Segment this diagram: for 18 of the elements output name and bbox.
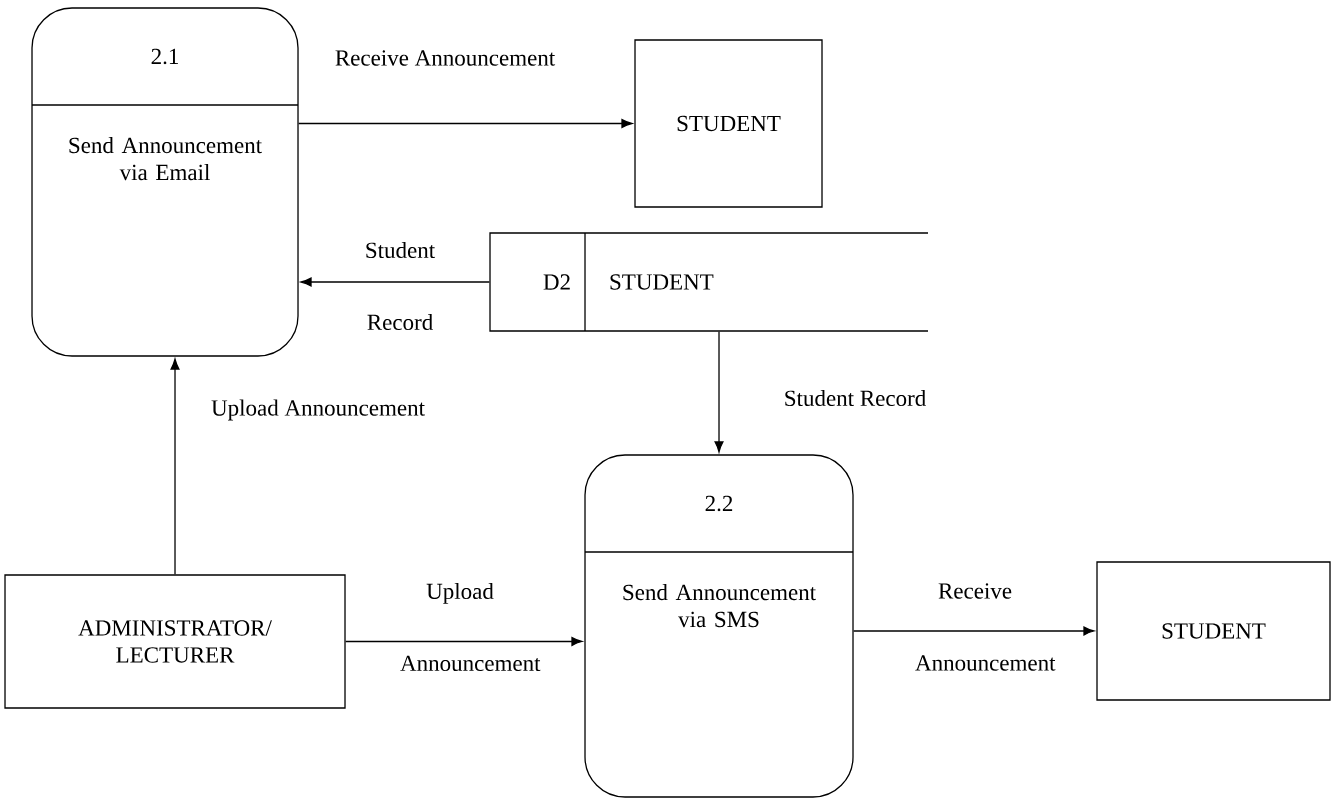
edge-label: Student Record xyxy=(366,241,435,331)
arrow xyxy=(345,637,583,646)
arrow xyxy=(170,358,180,575)
data-store: D2 STUDENT xyxy=(489,232,929,332)
entity-box: STUDENT xyxy=(1096,561,1331,701)
edge-label: Upload Announcement xyxy=(400,582,541,672)
edge-label: Receive Announcement xyxy=(915,583,1056,671)
arrow xyxy=(853,626,1095,636)
process-box: 2.1 Send Announcement via Email xyxy=(31,7,299,357)
edge-label: Upload Announcement xyxy=(211,399,425,421)
edge-label: Receive Announcement xyxy=(335,50,556,66)
arrow xyxy=(298,119,633,128)
entity-box: ADMINISTRATOR/ LECTURER xyxy=(4,574,346,709)
process-box: 2.2 Send Announcement via SMS xyxy=(584,454,854,798)
arrow xyxy=(714,331,724,453)
edge-label: Student Record xyxy=(785,389,926,407)
entity-box: STUDENT xyxy=(634,39,823,208)
arrow xyxy=(300,277,490,287)
